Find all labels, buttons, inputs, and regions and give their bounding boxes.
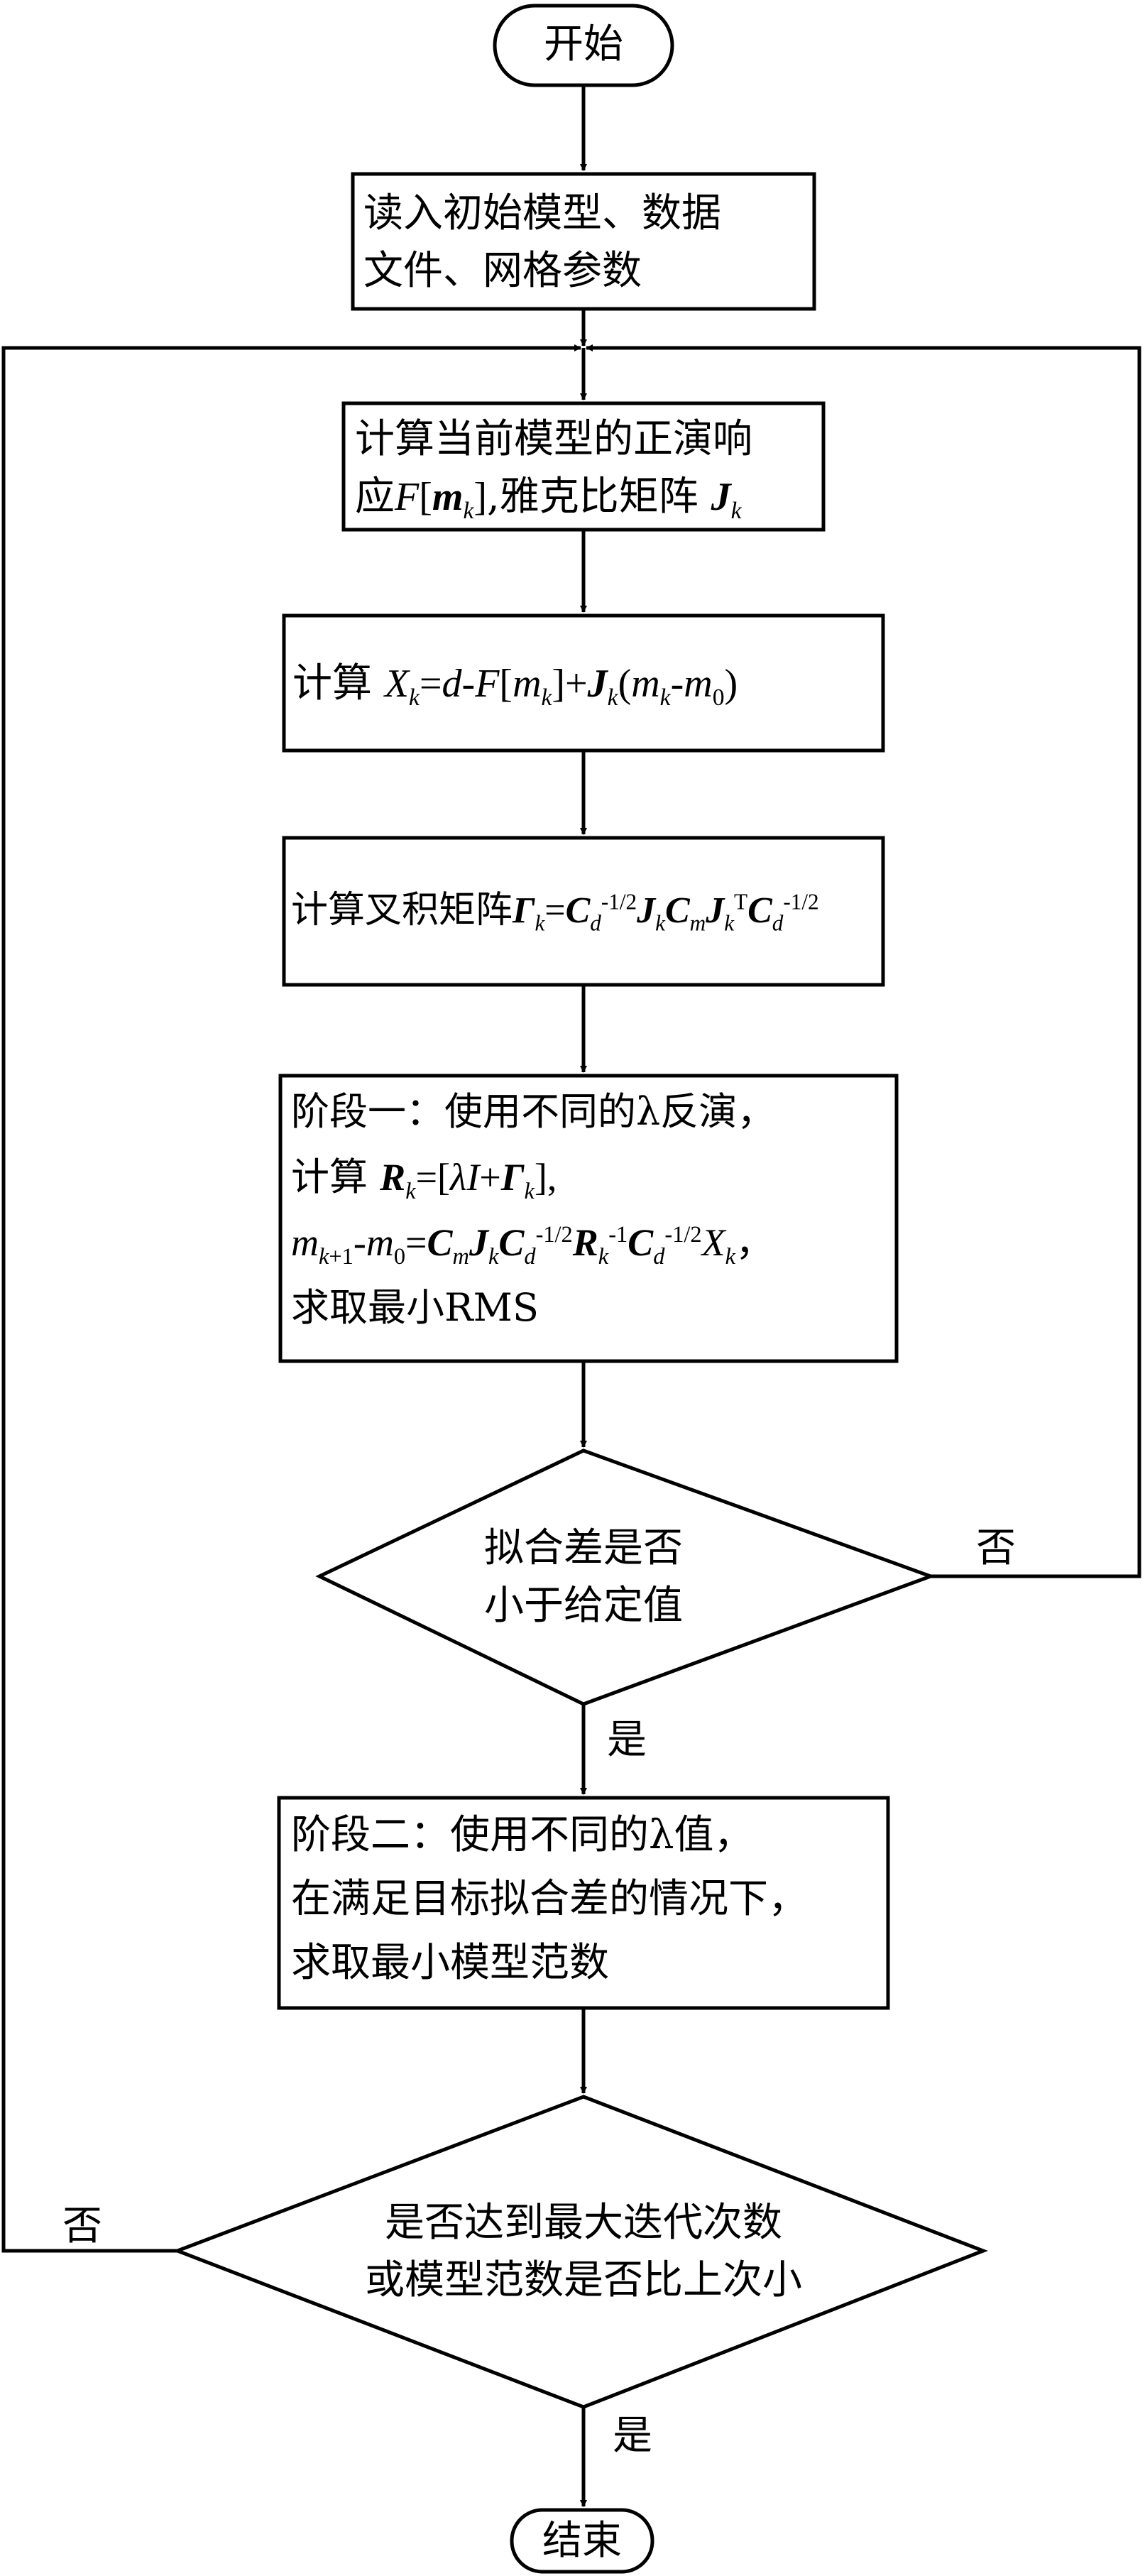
forward-response-formula: F[mk] [395, 475, 487, 525]
compute-forward-suffix: ,雅克比矩阵 [487, 474, 698, 520]
compute-x-text: 计算 Xk=d-F[mk]+Jk(mk-m0) [292, 655, 738, 713]
stage-one-line-2-prefix: 计算 [291, 1155, 368, 1199]
compute-forward-prefix: 应 [355, 474, 395, 520]
iteration-yes-label: 是 [613, 2413, 652, 2459]
iteration-decision-line-1: 是否达到最大迭代次数 [385, 2200, 782, 2246]
compute-gamma-text: 计算叉积矩阵Γk=Cd-1/2JkCmJkTCd-1/2 [291, 884, 819, 937]
stage-two-line-2: 在满足目标拟合差的情况下， [291, 1876, 808, 1922]
gamma-formula: Γk=Cd-1/2JkCmJkTCd-1/2 [513, 889, 819, 936]
stage-one-box [278, 1074, 899, 1363]
stage-one-line-2: 计算 Rk=[λI+Γk], [291, 1145, 775, 1210]
loop-iteration-no [1, 344, 581, 2253]
read-input-line-1: 读入初始模型、数据 [363, 190, 721, 236]
iteration-decision-line-2: 或模型范数是否比上次小 [365, 2257, 802, 2304]
compute-forward-text: 计算当前模型的正演响 应F[mk],雅克比矩阵 Jk [355, 410, 752, 526]
misfit-decision-line-1: 拟合差是否 [484, 1525, 683, 1571]
compute-forward-line-1: 计算当前模型的正演响 [355, 416, 752, 462]
jacobian-symbol: Jk [711, 475, 742, 525]
read-input-line-2: 文件、网格参数 [363, 248, 642, 295]
stage-one-line-3: mk+1-m0=CmJkCd-1/2Rk-1Cd-1/2Xk， [291, 1210, 775, 1275]
iteration-no-label: 否 [62, 2203, 102, 2249]
r-formula: Rk=[λI+Γk], [380, 1156, 557, 1204]
start-label: 开始 [544, 21, 623, 67]
compute-x-box [282, 613, 885, 753]
m-update-formula: mk+1-m0=CmJkCd-1/2Rk-1Cd-1/2Xk [291, 1221, 735, 1270]
stage-one-line-3-suffix: ， [735, 1220, 774, 1265]
end-label: 结束 [542, 2518, 622, 2564]
stage-one-text: 阶段一：使用不同的λ反演， 计算 Rk=[λI+Γk], mk+1-m0=CmJ… [291, 1079, 775, 1341]
read-input-text: 读入初始模型、数据 文件、网格参数 [363, 185, 721, 300]
stage-one-line-4: 求取最小RMS [291, 1285, 539, 1330]
stage-two-text: 阶段二：使用不同的λ值， 在满足目标拟合差的情况下， 求取最小模型范数 [291, 1803, 808, 1995]
loop-misfit-no [586, 344, 1141, 1578]
stage-two-line-1: 阶段二：使用不同的λ值， [291, 1812, 754, 1858]
x-formula: Xk=d-F[mk]+Jk(mk-m0) [384, 662, 738, 711]
misfit-decision-line-2: 小于给定值 [484, 1583, 683, 1630]
stage-two-line-3: 求取最小模型范数 [291, 1940, 609, 1986]
iteration-decision-text: 是否达到最大迭代次数 或模型范数是否比上次小 [298, 2194, 869, 2309]
read-input-box [351, 172, 816, 311]
stage-two-box [277, 1796, 890, 2010]
compute-gamma-prefix: 计算叉积矩阵 [291, 889, 513, 932]
end-terminal [510, 2508, 654, 2574]
compute-x-prefix: 计算 [292, 660, 372, 706]
misfit-decision-text: 拟合差是否 小于给定值 [398, 1519, 769, 1634]
compute-forward-box [341, 401, 826, 532]
misfit-no-label: 否 [976, 1525, 1016, 1571]
compute-forward-line-2: 应F[mk],雅克比矩阵 Jk [355, 468, 752, 526]
stage-one-line-1: 阶段一：使用不同的λ反演， [291, 1089, 776, 1134]
misfit-yes-label: 是 [607, 1717, 647, 1763]
